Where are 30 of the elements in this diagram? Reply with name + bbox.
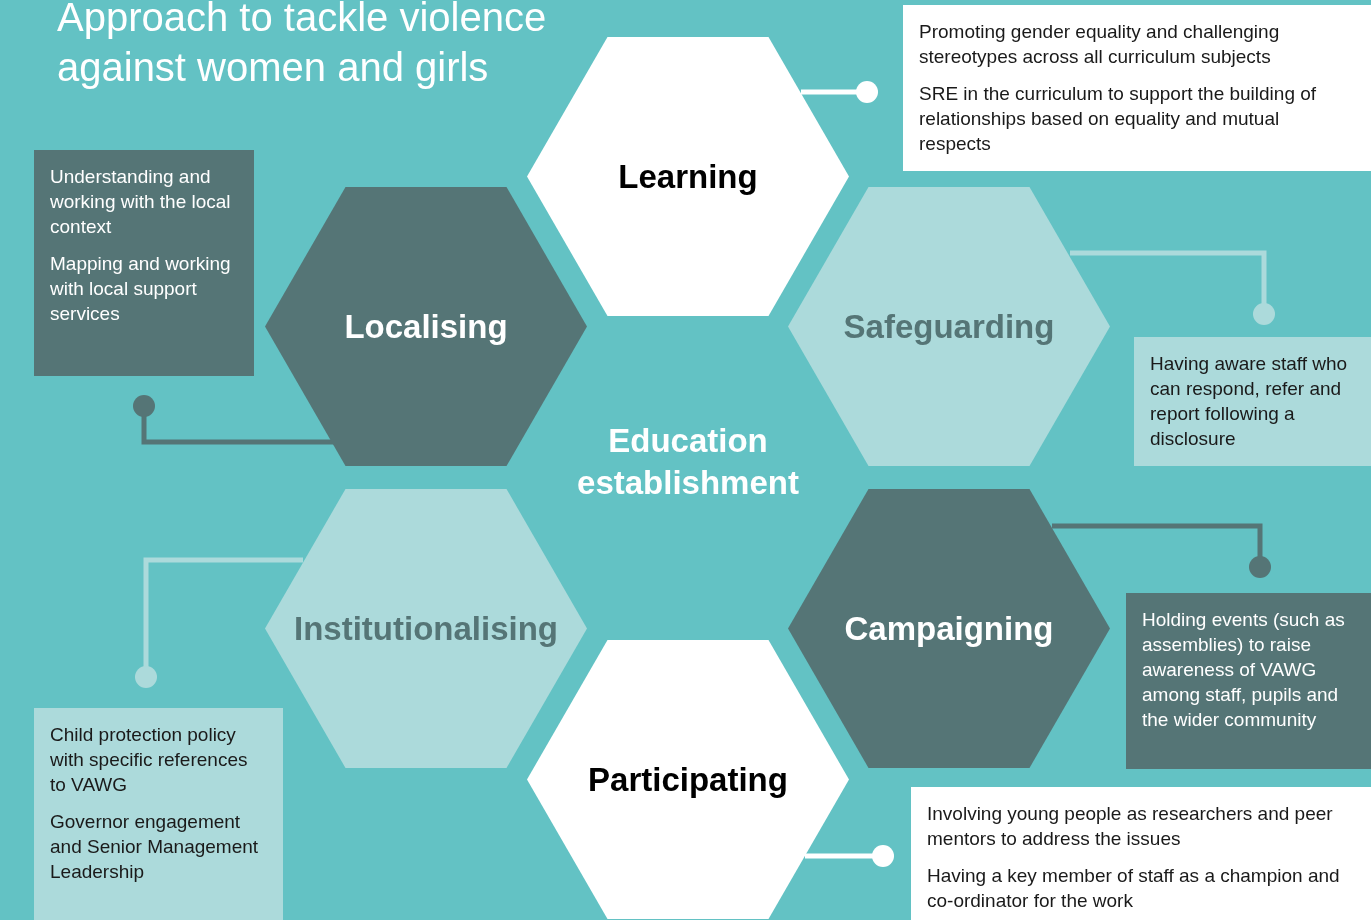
hexagon-label: Participating (587, 760, 789, 799)
hexagon-label: Campaigning (843, 609, 1055, 648)
callout-text: Involving young people as researchers and peer mentors to address the issues (927, 802, 1334, 851)
callout-box (34, 150, 254, 376)
leader-line (1052, 523, 1271, 578)
callout-text: Mapping and working with local support services (50, 252, 232, 326)
hexagon-label: Learning (617, 157, 759, 196)
leader-line (805, 845, 894, 867)
callout-text: Having aware staff who can respond, refer and report following a disclosure (1150, 352, 1349, 451)
hexagon-label: Localising (343, 307, 509, 346)
leader-line (801, 81, 878, 103)
callout-text: Having a key member of staff as a champion and co-ordinator for the work (927, 864, 1341, 913)
callout-box (1126, 593, 1371, 769)
callout-box (1134, 337, 1371, 466)
hexagon-label: Institutionalising (293, 609, 559, 648)
callout-text: SRE in the curriculum to support the building of relationships based on equality and mutual respects (919, 82, 1318, 156)
callout-box (911, 787, 1371, 920)
callout-text: Child protection policy with specific references to VAWG (50, 723, 249, 797)
callout-text: Promoting gender equality and challenging stereotypes across all curriculum subjects (919, 20, 1281, 69)
hexagon-label: Safeguarding (842, 307, 1056, 346)
title: Approach to tackle violence against women and girls (57, 0, 548, 91)
callout-box (903, 5, 1371, 171)
leader-line (135, 557, 303, 688)
callout-text: Understanding and working with the local context (50, 165, 232, 239)
leader-line (133, 395, 334, 445)
leader-line (1070, 250, 1275, 325)
callout-text: Governor engagement and Senior Management Leadership (50, 810, 260, 884)
callout-text: Holding events (such as assemblies) to raise awareness of VAWG among staff, pupils and the wider community (1142, 608, 1346, 732)
center-label: Education establishment (576, 421, 800, 503)
callout-box (34, 708, 283, 920)
